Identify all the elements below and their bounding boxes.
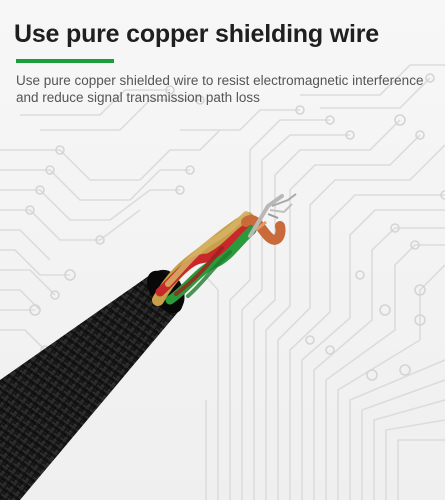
feature-description: Use pure copper shielded wire to resist …	[16, 72, 436, 106]
twisted-wires	[152, 211, 257, 306]
description-line: Use pure copper shielded wire to resist …	[16, 73, 424, 88]
copper-conductor	[241, 193, 297, 245]
header: Use pure copper shielding wire Use pure …	[0, 0, 445, 130]
description-line: and reduce signal transmission path loss	[16, 90, 260, 105]
title-accent-bar	[16, 59, 114, 63]
page-title: Use pure copper shielding wire	[14, 20, 379, 48]
